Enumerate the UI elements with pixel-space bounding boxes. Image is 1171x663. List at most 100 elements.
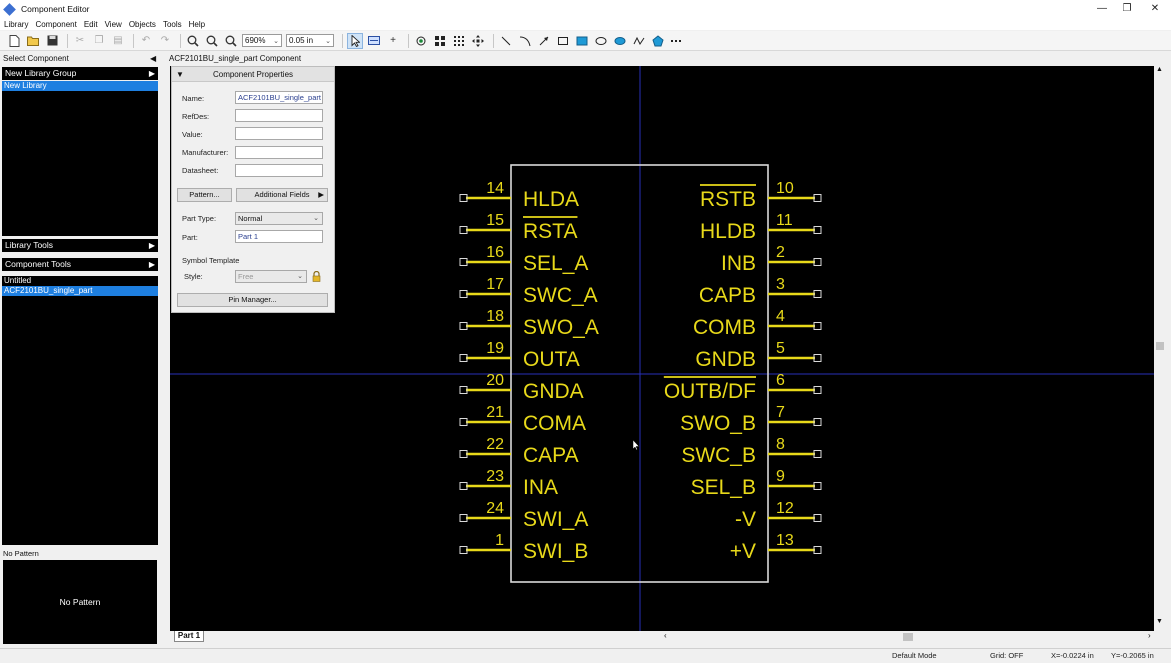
manufacturer-field[interactable] — [235, 146, 323, 159]
scroll-left-icon[interactable]: ‹ — [664, 631, 667, 640]
zoom-in-icon[interactable] — [185, 33, 201, 49]
properties-header[interactable]: ▼ Component Properties — [172, 67, 334, 82]
scroll-right-icon[interactable]: › — [1148, 631, 1151, 640]
select-pointer-icon[interactable] — [347, 32, 363, 49]
undo-icon[interactable]: ↶ — [141, 35, 151, 46]
menu-objects[interactable]: Objects — [128, 19, 156, 29]
value-field[interactable] — [235, 127, 323, 140]
lock-icon[interactable] — [312, 270, 321, 284]
refdes-field[interactable] — [235, 109, 323, 122]
place-pin-icon[interactable] — [413, 33, 429, 49]
pattern-button[interactable]: Pattern... — [177, 188, 232, 202]
pin-number: 14 — [486, 180, 504, 197]
toolbar-separator — [67, 33, 68, 48]
pin-name: OUTB/DF — [664, 380, 756, 403]
filled-rectangle-tool-icon[interactable] — [574, 33, 590, 49]
pattern-label: No Pattern — [3, 549, 39, 558]
menu-library[interactable]: Library — [4, 19, 29, 29]
name-field[interactable]: ACF2101BU_single_part — [235, 91, 323, 104]
pin-array-icon[interactable] — [432, 33, 448, 49]
menu-edit[interactable]: Edit — [83, 19, 98, 29]
horizontal-scroll-thumb[interactable] — [903, 633, 913, 641]
style-select[interactable]: Free ⌄ — [235, 270, 307, 283]
paste-icon[interactable]: ▤ — [113, 35, 123, 46]
cut-icon[interactable]: ✂ — [75, 35, 85, 46]
pin-number: 15 — [486, 212, 504, 229]
pin-manager-button[interactable]: Pin Manager... — [177, 293, 328, 307]
pin-number: 24 — [486, 500, 504, 517]
grid-size-value: 0.05 in — [289, 36, 314, 45]
zoom-out-icon[interactable] — [204, 33, 220, 49]
ellipse-tool-icon[interactable] — [593, 33, 609, 49]
sheet-tab-part-1[interactable]: Part 1 — [174, 631, 204, 642]
component-tools-header[interactable]: Component Tools ▶ — [2, 258, 158, 271]
sheet-tabs-bar: Part 1 ‹ › — [170, 631, 1166, 643]
library-tools-header[interactable]: Library Tools ▶ — [2, 239, 158, 252]
redo-icon[interactable]: ↷ — [160, 35, 170, 46]
expand-arrow-icon: ▶ — [148, 69, 155, 78]
datasheet-field[interactable] — [235, 164, 323, 177]
scroll-up-icon[interactable]: ▲ — [1156, 66, 1163, 73]
pin-end-marker — [813, 354, 822, 362]
filled-ellipse-tool-icon[interactable] — [612, 33, 628, 49]
pin-number: 7 — [776, 404, 785, 421]
copy-icon[interactable]: ❐ — [94, 35, 104, 46]
zoom-fit-icon[interactable] — [223, 33, 239, 49]
vertical-scroll-thumb[interactable] — [1156, 342, 1164, 350]
component-item-acf2101bu[interactable]: ACF2101BU_single_part — [2, 286, 158, 296]
pin-end-marker — [813, 418, 822, 426]
pin-number: 17 — [486, 276, 504, 293]
menu-component[interactable]: Component — [35, 19, 77, 29]
app-logo-icon — [3, 2, 16, 16]
grid-array-icon[interactable] — [451, 33, 467, 49]
pin-end-marker — [813, 386, 822, 394]
crosshair-icon[interactable]: + — [390, 35, 396, 46]
part-type-select[interactable]: Normal ⌄ — [235, 212, 323, 225]
pin-end-marker — [813, 322, 822, 330]
component-item-untitled[interactable]: Untitled — [4, 276, 32, 285]
polyline-tool-icon[interactable] — [631, 33, 647, 49]
move-pins-icon[interactable] — [470, 33, 486, 49]
arrow-tool-icon[interactable] — [536, 33, 552, 49]
library-item-new-library[interactable]: New Library — [2, 81, 158, 91]
arc-tool-icon[interactable] — [517, 33, 533, 49]
line-tool-icon[interactable] — [498, 33, 514, 49]
pin-end-marker — [459, 482, 468, 490]
close-button[interactable]: ✕ — [1150, 3, 1160, 14]
pin-number: 19 — [486, 340, 504, 357]
scroll-down-icon[interactable]: ▼ — [1156, 618, 1163, 625]
menu-view[interactable]: View — [104, 19, 122, 29]
additional-fields-button[interactable]: Additional Fields ▶ — [236, 188, 328, 202]
part-field[interactable]: Part 1 — [235, 230, 323, 243]
collapse-left-icon[interactable]: ◀ — [150, 54, 157, 63]
part-type-label: Part Type: — [182, 214, 217, 223]
pin-number: 5 — [776, 340, 785, 357]
pin-number: 9 — [776, 468, 785, 485]
grid-size-select[interactable]: 0.05 in ⌄ — [286, 34, 334, 47]
chevron-down-icon: ⌄ — [325, 38, 331, 45]
vertical-scrollbar[interactable]: ▲ ▼ — [1154, 66, 1166, 631]
library-group-header[interactable]: New Library Group ▶ — [2, 67, 158, 80]
pin-number: 3 — [776, 276, 785, 293]
maximize-button[interactable]: ❐ — [1122, 3, 1132, 14]
zoom-level-select[interactable]: 690% ⌄ — [242, 34, 282, 47]
open-folder-icon[interactable] — [25, 33, 41, 49]
polygon-tool-icon[interactable] — [650, 33, 666, 49]
pin-name: GNDA — [523, 380, 584, 403]
pin-tool-icon[interactable] — [366, 33, 382, 49]
text-tool-icon[interactable] — [669, 33, 685, 49]
minimize-button[interactable]: — — [1097, 3, 1107, 14]
menu-tools[interactable]: Tools — [162, 19, 182, 29]
new-file-icon[interactable] — [6, 33, 22, 49]
menu-help[interactable]: Help — [188, 19, 206, 29]
rectangle-tool-icon[interactable] — [555, 33, 571, 49]
collapse-triangle-icon[interactable]: ▼ — [176, 70, 184, 79]
save-icon[interactable] — [44, 33, 60, 49]
pin-number: 4 — [776, 308, 785, 325]
